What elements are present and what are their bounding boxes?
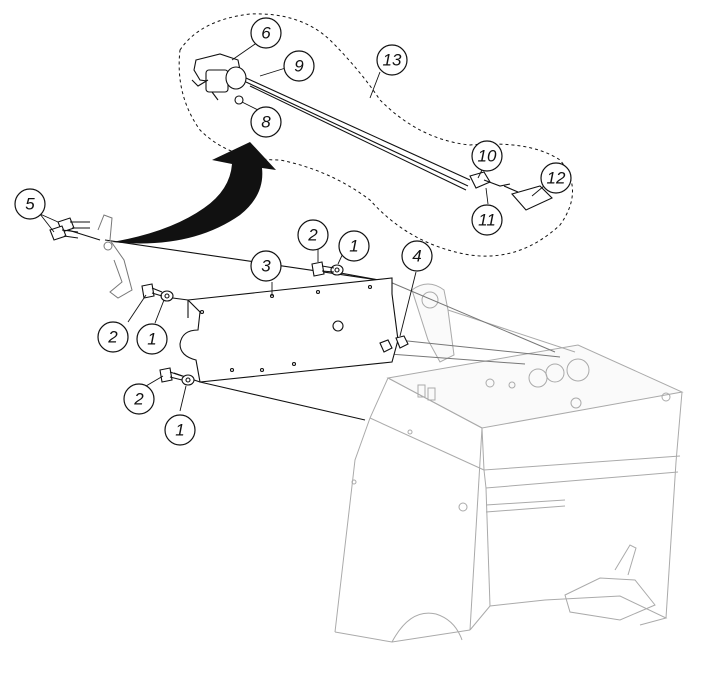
callout-label: 6 [261,24,271,43]
callout-11: 11 [471,204,503,236]
callout-8: 8 [250,106,282,138]
console-frame [334,344,684,643]
callout-2-top: 2 [297,219,329,251]
callout-label: 3 [261,257,271,276]
cover-panel-plate [179,277,399,383]
callout-label: 2 [133,390,144,409]
callout-label: 11 [478,211,496,230]
callout-label: 8 [261,113,271,132]
callout-label: 5 [25,195,35,214]
callout-4: 4 [401,240,433,272]
callout-3: 3 [250,250,282,282]
callout-2-bottom: 2 [123,383,155,415]
callout-label: 2 [307,226,318,245]
callout-12: 12 [540,162,572,194]
callout-1-top: 1 [338,230,370,262]
callout-label: 10 [478,147,497,166]
callout-label: 1 [175,421,184,440]
callout-label: 12 [547,169,566,188]
harness-detail-group [178,13,573,257]
callout-13: 13 [376,44,408,76]
detail-pointer-arrow [112,142,276,244]
callout-2-middle: 2 [97,321,129,353]
callout-label: 1 [147,330,156,349]
callout-9: 9 [283,50,315,82]
callout-label: 9 [294,57,304,76]
callout-5: 5 [14,188,46,220]
callout-10: 10 [471,140,503,172]
callout-label: 1 [349,237,358,256]
callout-6: 6 [250,17,282,49]
detail-dashed-outline [178,13,573,257]
callout-label: 2 [107,328,118,347]
callout-1-middle: 1 [136,323,168,355]
callout-1-bottom: 1 [164,414,196,446]
callout-label: 4 [412,247,421,266]
hardware [49,214,409,386]
callout-label: 13 [383,51,402,70]
